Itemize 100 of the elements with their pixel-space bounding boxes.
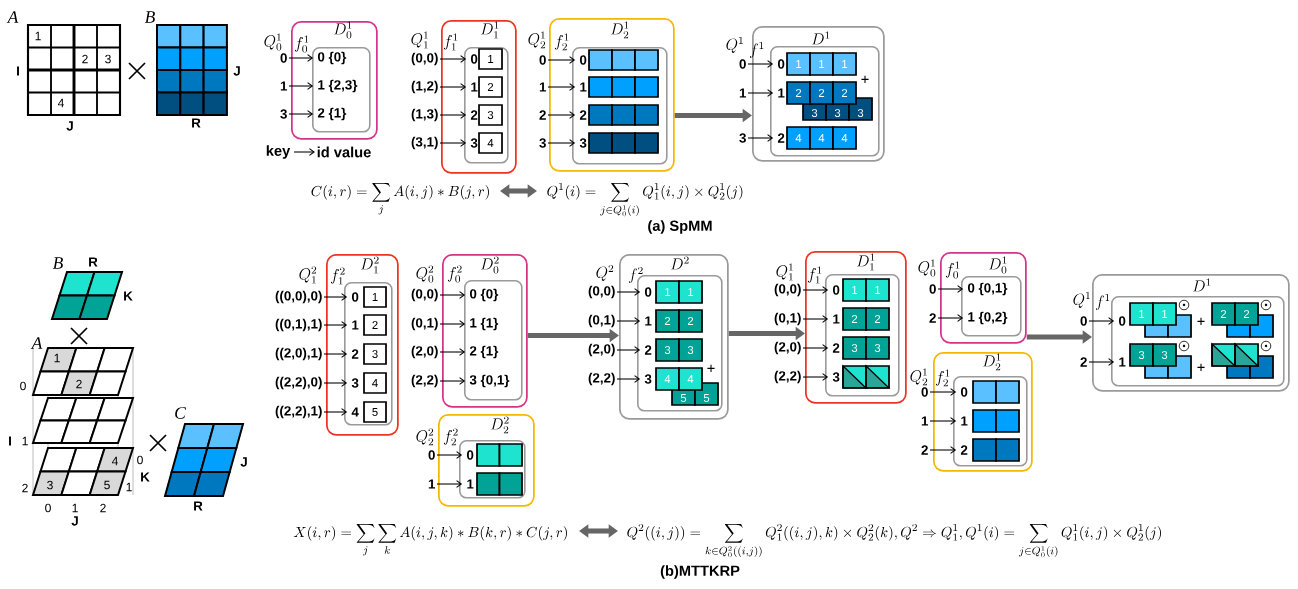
table-row: 0 1 1 1 [777,52,857,76]
key-label: 1 [921,416,929,426]
key-header: $Q^{2}_{0}$ [416,265,434,283]
index-number: 2 [100,503,106,513]
arrow [439,291,466,299]
arrow [288,54,314,62]
arrow [439,111,467,119]
table-row: 3 [579,132,659,154]
panel-heading: $D^{1}$ [1192,278,1211,292]
table-row: 0 1 [351,286,387,308]
arrow [439,139,467,147]
arrow [937,314,964,322]
node-label: 1 [852,286,858,294]
node-label: 2 [644,345,652,355]
panel-heading: $D^{2}_{1}$ [360,256,379,274]
cell-number: 4 [111,456,118,466]
key-label: (2,2) [588,372,615,386]
key-label: (0,0) [774,283,801,297]
key-label: (2,2) [411,374,438,388]
key-label: 3 [539,138,546,148]
arrow [547,111,576,119]
arrow [616,375,641,383]
index-label: $f^{2}$ [628,266,643,284]
node-label: 1 [842,60,848,68]
table-row: 1 [467,472,523,496]
arrow [616,288,641,296]
node-label: 1 [688,288,694,296]
panel-heading: $D^{1}_{1}$ [856,253,875,271]
key-header: $Q^{2}_{2}$ [416,428,434,446]
table-row: 0 {0} [469,288,499,302]
node-label: 3 [851,344,858,353]
key-header: $Q^{1}_{1}$ [776,263,793,281]
arrow [547,139,576,147]
node-label: 3 [579,138,587,148]
cell-number: 3 [47,480,53,490]
table-row: 0 1 1 + 2 2 [1118,299,1274,338]
arrow [1088,358,1115,366]
panel-heading: $D^{1}_{1}$ [480,21,499,39]
node-label: 2 [687,317,694,325]
key-label: (2,0) [774,341,801,355]
node-label: + [1197,317,1205,325]
legend-text: id value [317,146,371,158]
double-arrow [579,524,618,538]
table-row: 2 4 4 4 [777,126,857,150]
node-label: + [707,364,715,372]
node-label: 2 [579,110,587,120]
arrow [616,346,641,354]
node-label: 0 [832,285,840,295]
cell-number: 5 [104,480,110,490]
axis-label: J [233,66,240,76]
table-row: 1 {0,2} [968,311,1008,325]
table-row: 1 {2,3} [318,79,358,93]
key-label: 3 [280,109,287,119]
arrow [436,451,463,459]
matrix-name: B [52,257,63,269]
legend-text: key [266,145,291,159]
table-row: 2 3 [351,343,387,365]
index-number: 0 [20,381,26,391]
node-label: 3 [351,378,359,388]
table-row: 1 2 [471,76,503,98]
key-label: 0 [921,387,928,397]
node-label: 2 [960,445,968,455]
key-label: 1 [539,82,547,92]
arrow [288,82,314,90]
key-label: (0,0) [411,288,438,302]
node-label: 2 [777,133,785,143]
node-label: 0 [1118,316,1126,326]
inner-box [961,276,1022,337]
cell-number: 3 [105,54,111,64]
key-label: 0 [929,284,936,294]
key-label: (1,2) [411,80,438,94]
table-row: 4 5 [351,401,387,423]
table-row: 2 3 3 [644,338,703,362]
matrix-name: B [144,11,155,23]
node-label: 1 [645,316,652,326]
key-label: 0 [1080,316,1087,326]
node-label: 0 [777,59,785,69]
index-label: $f^{1}_{2}$ [554,33,569,51]
table-row: 0 1 1 [644,280,703,304]
index-label: $f^{2}_{0}$ [447,265,462,283]
node-label: 1 [1162,310,1168,318]
node-label: 2 [1220,310,1227,318]
key-header: $Q^{1}_{2}$ [528,31,546,49]
key-label: (2,0) [588,343,615,357]
panel-heading: $D^{1}_{0}$ [333,21,352,39]
table-row: 3 5 5 4 4 + [644,364,719,406]
matrix-name: A [6,11,19,23]
key-label: 2 [1080,357,1087,367]
node-label: 2 [470,110,478,120]
table-row: 0 1 [470,48,503,70]
arrow [323,321,348,329]
node-label: 1 [833,314,840,324]
matrix-name: C [175,407,186,419]
arrow [323,293,348,301]
key-label: (2,2) [774,370,801,384]
node-label: 4 [841,134,848,142]
index-number: 1 [22,436,28,446]
node-label: 3 [1161,351,1168,360]
cell-number: 2 [76,379,82,389]
arrow [323,408,348,416]
